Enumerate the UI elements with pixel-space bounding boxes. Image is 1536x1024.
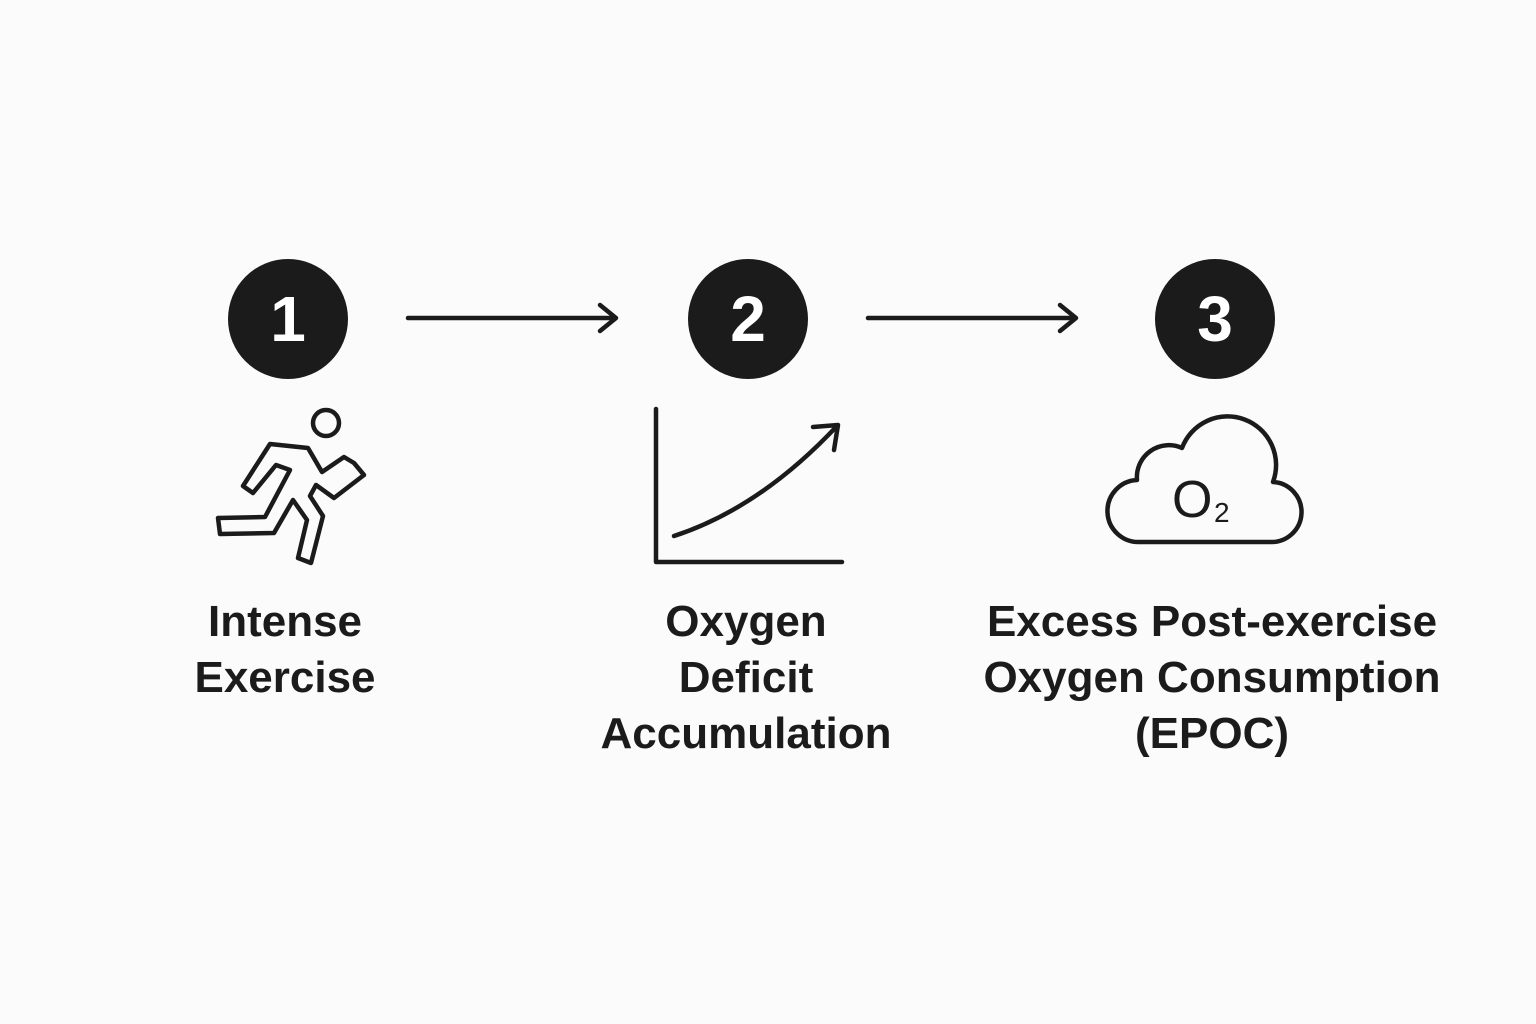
step-1-label: Intense Exercise [45, 594, 525, 706]
step-2-label: Oxygen Deficit Accumulation [506, 594, 986, 762]
step-3-label: Excess Post-exercise Oxygen Consumption … [972, 594, 1452, 762]
arrow-2-to-3 [865, 302, 1079, 334]
step-3-label-line-1: Excess Post-exercise [986, 597, 1438, 646]
step-2-number-badge: 2 [688, 259, 808, 379]
rising-curve-graph-icon [653, 406, 845, 565]
step-3-label-line-3: (EPOC) [1135, 709, 1289, 758]
o2-symbol-subscript: 2 [1214, 497, 1230, 528]
cloud-outline [1105, 414, 1304, 545]
step-2-label-line-3: Accumulation [600, 709, 892, 758]
step-1-label-line-2: Exercise [194, 653, 376, 702]
step-1-number-badge: 1 [228, 259, 348, 379]
o2-symbol-letter: O [1172, 471, 1212, 529]
step-3-label-line-2: Oxygen Consumption [983, 653, 1441, 702]
step-2-label-line-1: Oxygen [665, 597, 827, 646]
step-3-number-badge: 3 [1155, 259, 1275, 379]
running-person-icon [215, 407, 367, 566]
step-1-label-line-1: Intense [207, 597, 363, 646]
step-2-label-line-2: Deficit [678, 653, 814, 702]
arrow-1-to-2 [405, 302, 619, 334]
o2-cloud-icon: O 2 [1105, 414, 1304, 545]
